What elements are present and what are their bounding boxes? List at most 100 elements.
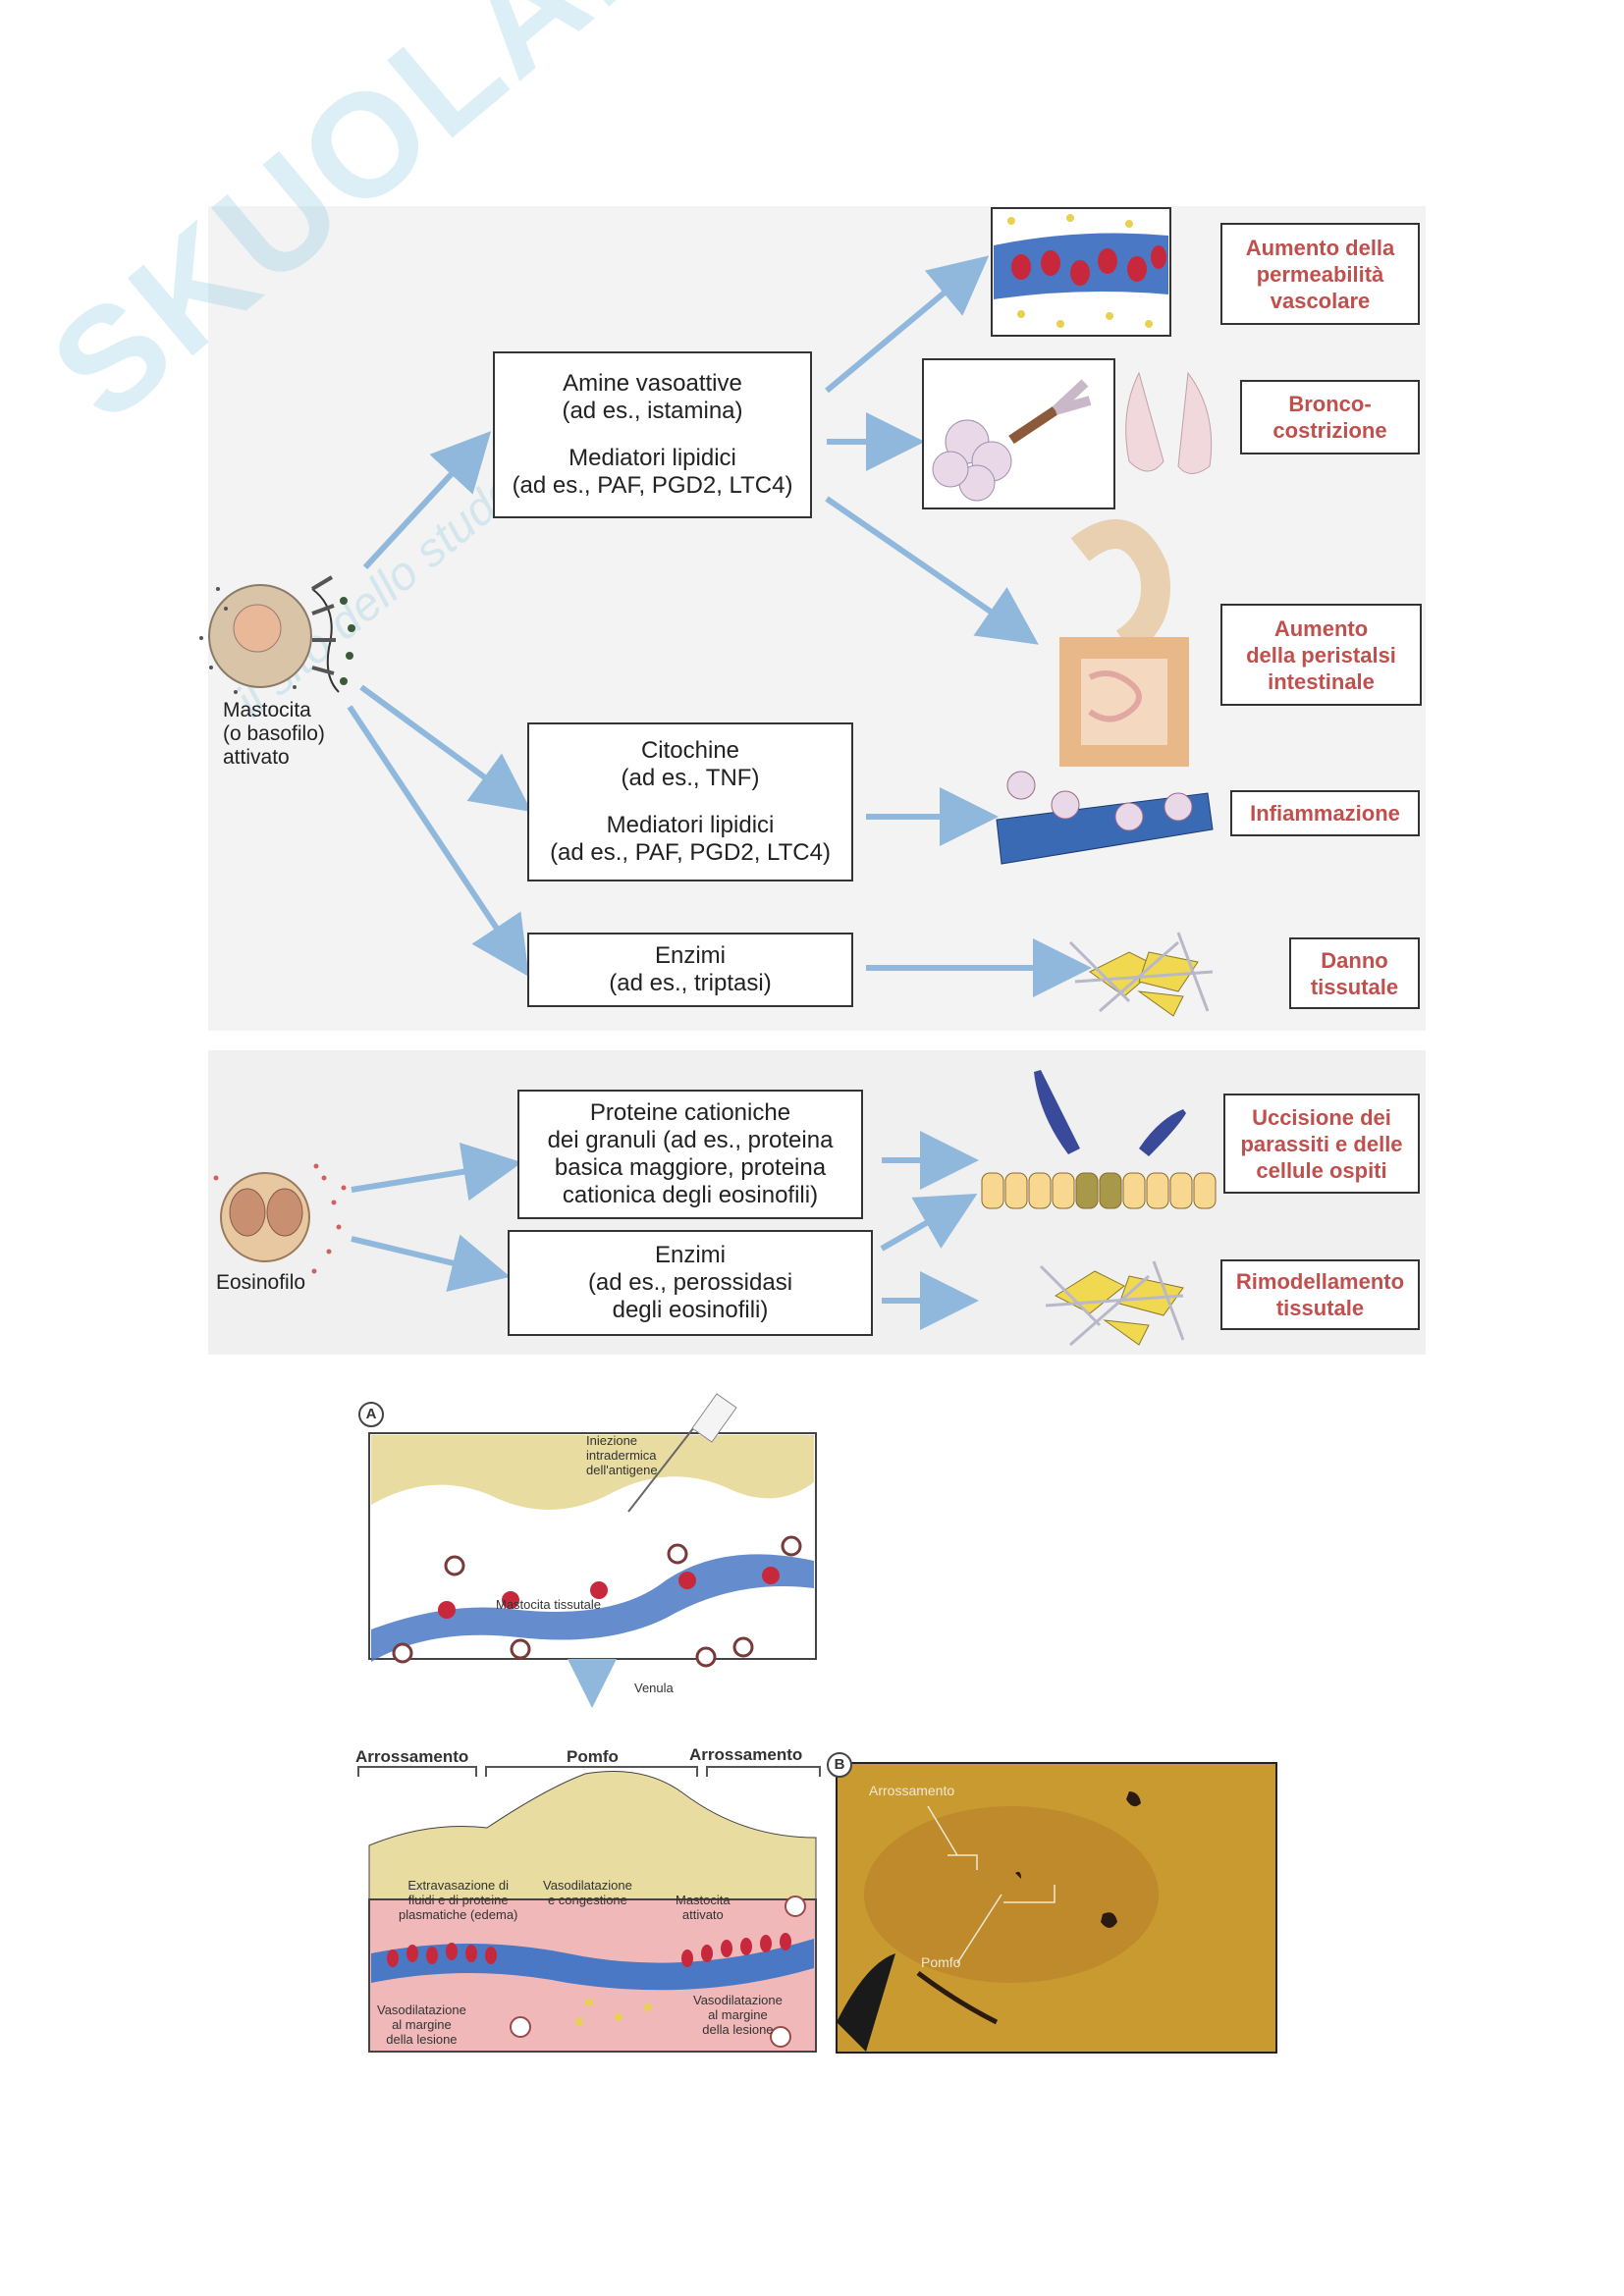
redness-right-label: Arrossamento [689, 1745, 803, 1764]
vasodilation-congestion-label: Vasodilatazione e congestione [543, 1878, 632, 1907]
label-line: fluidi e di proteine [407, 1893, 509, 1907]
box-line: (ad es., istamina) [562, 398, 743, 424]
effect-parasite-killing: Uccisione dei parassiti e delle cellule … [1223, 1094, 1420, 1194]
label-line: Vasodilatazione [693, 1993, 783, 2007]
mast-cell-label-line: attivato [223, 746, 290, 769]
wheal-label: Pomfo [567, 1747, 619, 1766]
panel-b-marker: B [827, 1752, 852, 1778]
arrow-mast-to-enzymes [347, 705, 529, 977]
panel-a-marker: A [358, 1402, 384, 1427]
effect-line: Uccisione dei [1252, 1104, 1391, 1130]
effect-line: della peristalsi [1246, 642, 1396, 667]
effect-line: Danno [1321, 947, 1388, 973]
vessel-permeability-icon [991, 207, 1171, 337]
margin-vasodilation-right-label: Vasodilatazione al margine della lesione [693, 1993, 783, 2037]
redness-left-label: Arrossamento [355, 1747, 469, 1766]
injection-label: Iniezione intradermica dell'antigene [586, 1433, 658, 1477]
label-line: Iniezione [586, 1433, 638, 1448]
effect-line: intestinale [1268, 668, 1375, 694]
label-line: della lesione [702, 2022, 774, 2037]
mast-cell-icon [199, 575, 355, 694]
label-line: Mastocita [676, 1893, 731, 1907]
label-line: e congestione [547, 1893, 627, 1907]
box-line: cationica degli eosinofili) [562, 1182, 819, 1208]
box-amines-lipid-mediators: Amine vasoattive (ad es., istamina) Medi… [493, 351, 812, 518]
box-line: degli eosinofili) [612, 1297, 769, 1323]
panel-a-injection-diagram [368, 1393, 817, 1708]
effect-intestinal-peristalsis: Aumento della peristalsi intestinale [1220, 604, 1422, 706]
effect-line: Aumento [1273, 615, 1369, 641]
eosinophil-label: Eosinofilo [216, 1271, 306, 1294]
arrow-mast-to-amines [362, 431, 492, 570]
eosinophil-icon [213, 1163, 347, 1274]
mast-cell-label: Mastocita (o basofilo) attivato [223, 699, 325, 770]
box-line: Mediatori lipidici [606, 812, 775, 838]
box-enzymes-peroxidase: Enzimi (ad es., perossidasi degli eosino… [508, 1230, 873, 1336]
venule-label: Venula [634, 1681, 674, 1695]
effect-line: Rimodellamento [1235, 1269, 1405, 1294]
label-line: dell'antigene [586, 1463, 658, 1477]
mast-cell-label-line: Mastocita [223, 699, 311, 721]
box-line: Mediatori lipidici [568, 445, 736, 471]
effect-tissue-damage: Danno tissutale [1289, 937, 1420, 1009]
parasite-killing-icon [981, 1070, 1217, 1209]
box-line: (ad es., PAF, PGD2, LTC4) [512, 472, 793, 499]
bronchi-lungs-icon [922, 358, 1213, 509]
box-line: dei granuli (ad es., proteina [547, 1127, 834, 1153]
box-line: Proteine cationiche [589, 1099, 791, 1126]
effect-inflammation: Infiammazione [1230, 790, 1420, 836]
effect-line: vascolare [1270, 288, 1371, 313]
box-line: Enzimi [654, 1242, 726, 1268]
arrow-mast-to-cytokines [359, 684, 532, 813]
arrow-eos-to-enzymes [351, 1234, 511, 1292]
box-line: Amine vasoattive [563, 370, 742, 397]
intestine-icon [1059, 519, 1189, 767]
box-enzymes-tryptase: Enzimi (ad es., triptasi) [527, 933, 853, 1007]
effect-line: Aumento della [1245, 235, 1395, 260]
effect-line: costrizione [1272, 418, 1387, 443]
effect-line: cellule ospiti [1256, 1157, 1387, 1183]
effect-bronchoconstriction: Bronco- costrizione [1240, 380, 1420, 454]
box-line: (ad es., PAF, PGD2, LTC4) [550, 839, 831, 866]
photo-wheal-label: Pomfo [921, 1954, 961, 1970]
box-cytokines-lipid-mediators: Citochine (ad es., TNF) Mediatori lipidi… [527, 722, 853, 881]
mast-cell-label-line: (o basofilo) [223, 722, 325, 745]
box-line: Enzimi [654, 942, 726, 969]
label-line: Vasodilatazione [543, 1878, 632, 1893]
panel-a-wheal-diagram [357, 1766, 821, 2053]
inflammation-vessel-icon [996, 771, 1214, 865]
effect-line: parassiti e delle [1240, 1131, 1403, 1156]
box-line: basica maggiore, proteina [554, 1154, 827, 1181]
effect-line: Infiammazione [1250, 801, 1400, 826]
tissue-mast-cell-label: Mastocita tissutale [496, 1597, 601, 1612]
arrow-eos-to-cationic [351, 1142, 522, 1201]
label-line: al margine [392, 2017, 452, 2032]
label-line: intradermica [586, 1448, 657, 1463]
box-cationic-granule-proteins: Proteine cationiche dei granuli (ad es.,… [517, 1090, 863, 1219]
box-line: Citochine [640, 737, 740, 764]
panel-b-photo [836, 1762, 1277, 2054]
flow-arrows [347, 255, 1092, 1330]
box-line: (ad es., perossidasi [587, 1269, 793, 1296]
photo-redness-label: Arrossamento [869, 1783, 955, 1798]
label-line: della lesione [386, 2032, 458, 2047]
effect-line: Bronco- [1288, 392, 1372, 416]
effect-vascular-permeability: Aumento della permeabilità vascolare [1220, 223, 1420, 325]
effect-line: permeabilità [1256, 261, 1384, 287]
box-line: (ad es., TNF) [621, 765, 760, 791]
label-line: al margine [708, 2007, 768, 2022]
activated-mast-cell-label: Mastocita attivato [676, 1893, 731, 1922]
label-line: Vasodilatazione [377, 2002, 466, 2017]
effect-line: tissutale [1310, 974, 1399, 999]
tissue-remodeling-icon [1039, 1260, 1185, 1347]
box-line: (ad es., triptasi) [609, 970, 772, 996]
arrow-to-peristalsis [825, 496, 1039, 645]
label-line: attivato [681, 1907, 724, 1922]
label-line: plasmatiche (edema) [399, 1907, 518, 1922]
margin-vasodilation-left-label: Vasodilatazione al margine della lesione [377, 2002, 466, 2047]
arrow-to-permeability [825, 255, 990, 394]
tissue-damage-icon [1068, 932, 1214, 1017]
label-line: Extravasazione di [407, 1878, 509, 1893]
effect-line: tissutale [1275, 1296, 1365, 1320]
